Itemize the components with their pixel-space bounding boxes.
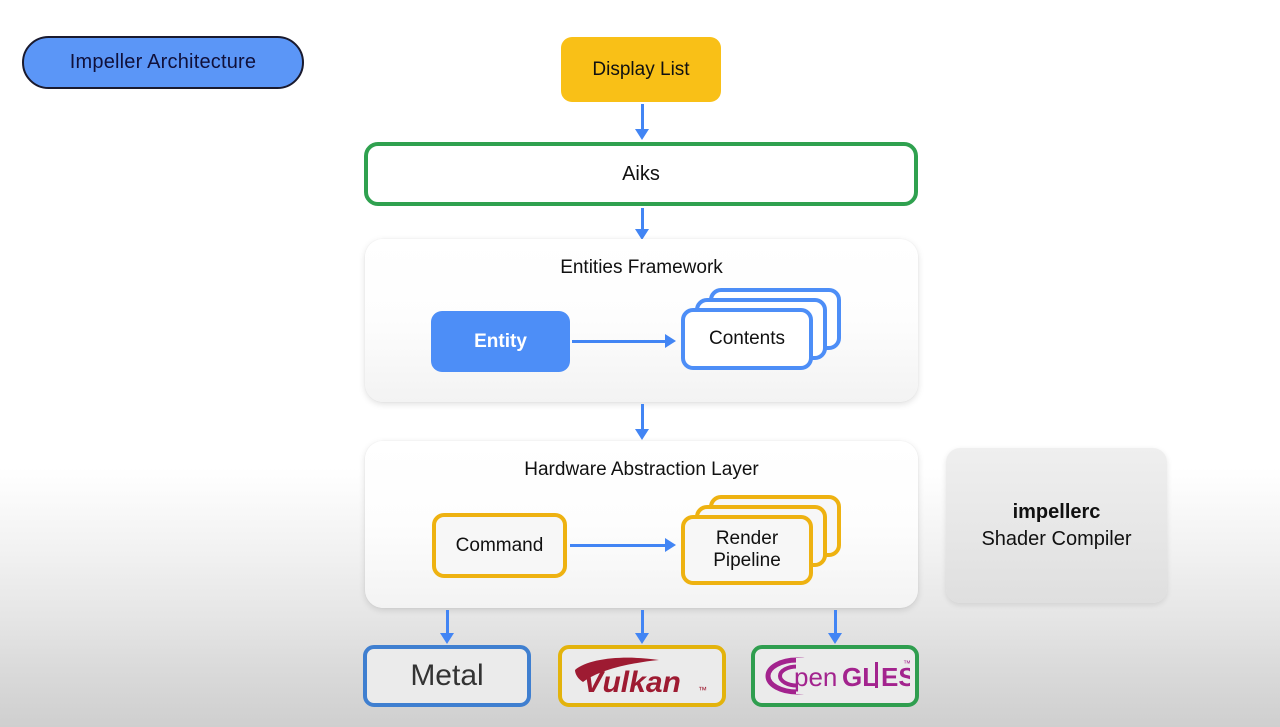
arrow-head	[665, 538, 676, 552]
opengles-logo-icon: pen GL ES ™	[760, 652, 916, 700]
panel-impellerc-shader-compiler[interactable]: impellerc Shader Compiler	[946, 448, 1167, 603]
diagram-title-label: Impeller Architecture	[69, 51, 257, 73]
group-entities-framework-title: Entities Framework	[560, 257, 723, 278]
opengles-trademark: ™	[903, 659, 910, 668]
arrow-shaft	[570, 544, 666, 547]
arrow-display-list-to-aiks	[635, 104, 649, 140]
node-contents-label: Contents	[708, 327, 786, 349]
render-pipeline-card-front[interactable]: Render Pipeline	[681, 515, 813, 585]
node-aiks[interactable]: Aiks	[364, 142, 918, 206]
svg-text:Vulkan: Vulkan	[583, 666, 681, 699]
arrow-entity-to-contents	[572, 334, 676, 348]
arrow-head	[828, 633, 842, 644]
arrow-shaft	[446, 610, 449, 634]
arrow-head	[635, 129, 649, 140]
node-display-list[interactable]: Display List	[561, 37, 721, 102]
node-backend-opengles[interactable]: pen GL ES ™	[751, 645, 919, 707]
arrow-shaft	[641, 404, 644, 430]
node-entity-label: Entity	[474, 330, 527, 352]
group-hal-title: Hardware Abstraction Layer	[524, 459, 759, 480]
svg-text:ES: ES	[881, 662, 910, 692]
impellerc-subtitle: Shader Compiler	[981, 527, 1132, 550]
arrow-head	[635, 229, 649, 240]
arrow-hal-to-metal	[440, 610, 454, 644]
node-render-pipeline-stack[interactable]: Render Pipeline	[681, 495, 841, 595]
node-backend-metal[interactable]: Metal	[363, 645, 531, 707]
node-command-label: Command	[455, 534, 544, 556]
contents-card-front[interactable]: Contents	[681, 308, 813, 370]
arrow-shaft	[834, 610, 837, 634]
arrow-head	[665, 334, 676, 348]
node-display-list-label: Display List	[592, 58, 690, 80]
arrow-shaft	[641, 104, 644, 130]
metal-label: Metal	[410, 659, 484, 692]
arrow-shaft	[572, 340, 666, 343]
arrow-hal-to-opengles	[828, 610, 842, 644]
arrow-head	[635, 633, 649, 644]
diagram-title-pill: Impeller Architecture	[22, 36, 304, 89]
node-aiks-label: Aiks	[622, 162, 660, 185]
arrow-hal-to-vulkan	[635, 610, 649, 644]
arrow-aiks-to-entities	[635, 208, 649, 240]
node-command[interactable]: Command	[432, 513, 567, 578]
arrow-shaft	[641, 208, 644, 230]
vulkan-trademark: ™	[698, 685, 707, 695]
node-contents-stack[interactable]: Contents	[681, 288, 841, 388]
vulkan-logo-icon: Vulkan ™	[567, 652, 717, 700]
render-pipeline-line-2: Pipeline	[713, 550, 781, 571]
arrow-entities-to-hal	[635, 404, 649, 440]
render-pipeline-line-1: Render	[715, 527, 779, 549]
arrow-head	[440, 633, 454, 644]
arrow-command-to-render-pipeline	[570, 538, 676, 552]
node-render-pipeline-label: Render Pipeline	[713, 528, 781, 572]
arrow-shaft	[641, 610, 644, 634]
impellerc-name: impellerc	[1012, 500, 1101, 523]
arrow-head	[635, 429, 649, 440]
node-entity[interactable]: Entity	[431, 311, 570, 372]
svg-text:pen: pen	[794, 662, 837, 692]
node-backend-vulkan[interactable]: Vulkan ™	[558, 645, 726, 707]
svg-text:GL: GL	[842, 662, 878, 692]
